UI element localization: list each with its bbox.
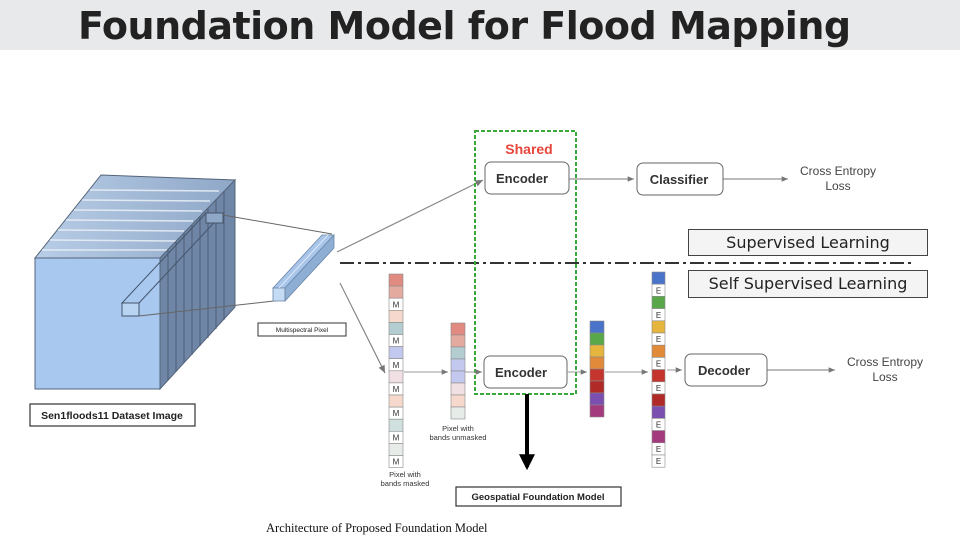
masked-cell bbox=[388, 370, 404, 384]
unmasked-label-line1: Pixel with bbox=[442, 424, 474, 433]
masked-cell-token: M bbox=[393, 433, 400, 442]
token-cell bbox=[651, 344, 666, 358]
self-supervised-learning-label: Self Supervised Learning bbox=[688, 270, 928, 298]
embedding-cell bbox=[589, 344, 605, 358]
shared-label: Shared bbox=[505, 141, 552, 157]
masked-cell bbox=[388, 346, 404, 360]
embedding-cell bbox=[589, 332, 605, 346]
masked-cell-token: M bbox=[393, 458, 400, 467]
gfm-label: Geospatial Foundation Model bbox=[472, 492, 605, 503]
unmasked-cell bbox=[450, 370, 466, 384]
gfm-label-box bbox=[455, 486, 622, 507]
unmasked-pixel-column bbox=[450, 322, 466, 420]
embedding-column bbox=[589, 320, 605, 418]
unmasked-cell bbox=[450, 358, 466, 372]
unmasked-cell bbox=[450, 394, 466, 408]
masked-cell-token: M bbox=[393, 409, 400, 418]
token-cell bbox=[651, 369, 666, 383]
token-cell bbox=[651, 430, 666, 444]
token-cell-token: E bbox=[656, 445, 661, 454]
token-cell-token: E bbox=[656, 335, 661, 344]
token-cell bbox=[651, 454, 666, 468]
encoder-top-box bbox=[484, 161, 570, 195]
masked-label-line1: Pixel with bbox=[389, 470, 421, 479]
slide-title: Foundation Model for Flood Mapping bbox=[78, 4, 851, 48]
token-cell-token: E bbox=[656, 384, 661, 393]
pixel-label-box bbox=[257, 322, 347, 337]
token-cell bbox=[651, 320, 666, 334]
masked-pixel-column: M M M M M M M bbox=[388, 273, 404, 468]
figure-caption: Architecture of Proposed Foundation Mode… bbox=[266, 521, 488, 535]
unmasked-cell bbox=[450, 406, 466, 420]
masked-cell bbox=[388, 455, 404, 468]
zoom-line-bottom bbox=[138, 299, 284, 317]
unmasked-label-line2: bands unmasked bbox=[429, 433, 486, 442]
masked-cell bbox=[388, 322, 404, 335]
loss-bottom-line1: Cross Entropy bbox=[847, 355, 923, 369]
classifier-label: Classifier bbox=[650, 172, 709, 187]
arrow-pixel-to-encoder bbox=[336, 179, 484, 253]
token-cell bbox=[651, 405, 666, 419]
token-cell-token: E bbox=[656, 360, 661, 369]
token-cell bbox=[651, 271, 666, 285]
embedding-cell bbox=[589, 392, 605, 406]
dataset-cube bbox=[33, 174, 237, 391]
dataset-label-box bbox=[29, 403, 196, 427]
masked-cell-token: M bbox=[393, 337, 400, 346]
masked-label-line2: bands masked bbox=[381, 479, 430, 488]
token-cell-token: E bbox=[656, 311, 661, 320]
masked-cell bbox=[388, 309, 404, 323]
unmasked-cell bbox=[450, 334, 466, 348]
masked-cell bbox=[388, 418, 404, 432]
loss-top-line2: Loss bbox=[825, 179, 850, 193]
embedding-cell bbox=[589, 380, 605, 394]
loss-bottom-line2: Loss bbox=[872, 370, 897, 384]
unmasked-cell bbox=[450, 322, 466, 336]
embedding-cell bbox=[589, 320, 605, 334]
multispectral-pixel-label: Multispectral Pixel bbox=[276, 327, 329, 334]
masked-cell bbox=[388, 394, 404, 408]
token-cell bbox=[651, 393, 666, 407]
masked-cell-token: M bbox=[393, 300, 400, 309]
encoder-bottom-label: Encoder bbox=[495, 365, 547, 380]
token-cell-token: E bbox=[656, 457, 661, 466]
masked-cell-token: M bbox=[393, 361, 400, 370]
unmasked-cell bbox=[450, 346, 466, 360]
token-cell-token: E bbox=[656, 286, 661, 295]
zoom-line-top bbox=[222, 214, 333, 235]
supervised-learning-label: Supervised Learning bbox=[688, 229, 928, 256]
embedding-cell bbox=[589, 356, 605, 370]
masked-cell bbox=[388, 443, 404, 456]
dataset-label: Sen1floods11 Dataset Image bbox=[41, 410, 183, 422]
token-cell-token: E bbox=[656, 421, 661, 430]
masked-cell bbox=[388, 285, 404, 299]
masked-cell bbox=[388, 273, 404, 287]
decoder-label: Decoder bbox=[698, 363, 750, 378]
token-cell bbox=[651, 296, 666, 309]
arrow-pixel-to-masked bbox=[339, 282, 386, 374]
title-bar bbox=[0, 0, 960, 50]
unmasked-cell bbox=[450, 382, 466, 396]
embedding-cell bbox=[589, 404, 605, 418]
embedding-cell bbox=[589, 368, 605, 382]
loss-top-line1: Cross Entropy bbox=[800, 164, 876, 178]
multispectral-pixel-strip bbox=[272, 233, 335, 303]
masked-cell-token: M bbox=[393, 385, 400, 394]
encoder-top-label: Encoder bbox=[496, 171, 548, 186]
